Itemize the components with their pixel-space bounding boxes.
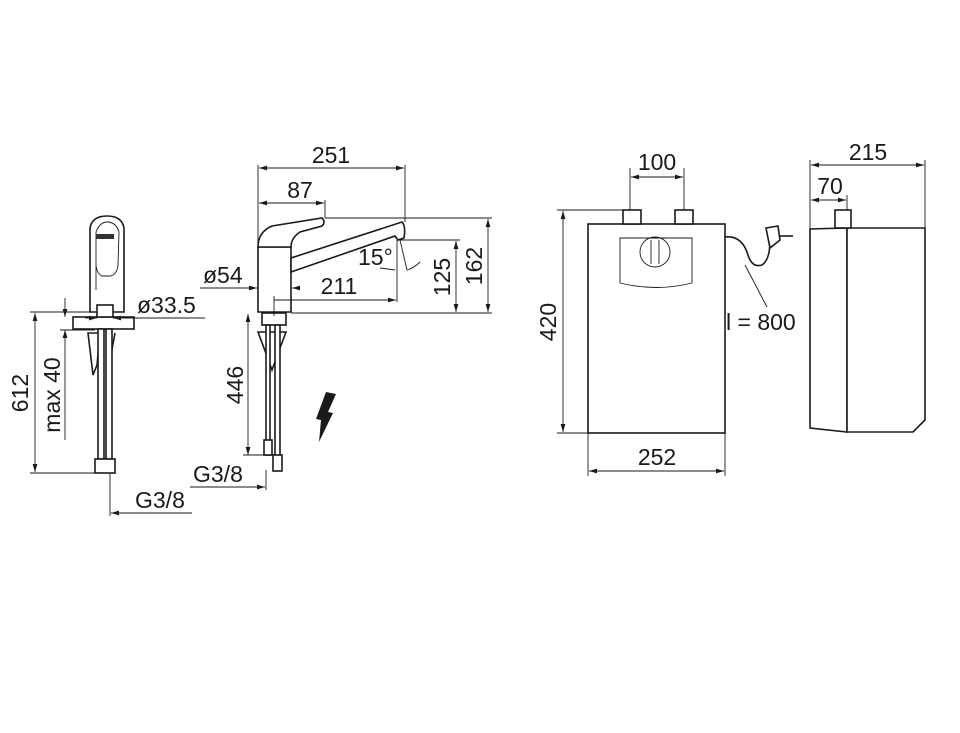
dim-angle-15: 15° bbox=[358, 244, 393, 270]
heater-side-view: 215 70 bbox=[809, 139, 926, 433]
electric-lightning-icon bbox=[316, 392, 336, 442]
dim-211: 211 bbox=[321, 273, 358, 299]
dim-thread-front: G3/8 bbox=[135, 487, 185, 513]
dim-125: 125 bbox=[429, 258, 455, 296]
dim-420: 420 bbox=[535, 303, 561, 341]
dim-87: 87 bbox=[287, 177, 313, 203]
dim-100: 100 bbox=[638, 149, 676, 175]
dim-cable-800: l = 800 bbox=[726, 309, 796, 335]
dim-215: 215 bbox=[849, 139, 887, 165]
heater-front-view: 100 420 252 l = 800 bbox=[535, 149, 796, 476]
dim-max-40: max 40 bbox=[39, 357, 65, 432]
dim-612: 612 bbox=[7, 374, 33, 412]
dim-diameter-54: ø54 bbox=[203, 262, 243, 288]
dim-162: 162 bbox=[461, 247, 487, 285]
dim-70: 70 bbox=[817, 173, 843, 199]
dim-thread-side: G3/8 bbox=[193, 461, 243, 487]
dim-diameter-33-5: ø33.5 bbox=[137, 292, 196, 318]
dim-252: 252 bbox=[638, 444, 676, 470]
dim-446: 446 bbox=[222, 366, 248, 404]
faucet-front-view: 612 max 40 ø33.5 G3/8 bbox=[7, 215, 205, 516]
dim-251: 251 bbox=[312, 142, 350, 168]
faucet-side-view: 251 87 162 125 211 ø54 15° 446 G3/8 bbox=[190, 142, 492, 490]
